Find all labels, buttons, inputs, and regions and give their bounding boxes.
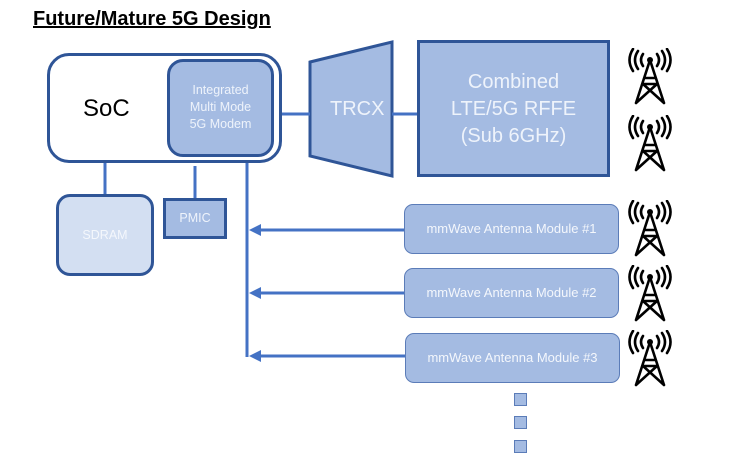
trcx-label: TRCX xyxy=(330,98,385,120)
antenna-tower-icon xyxy=(628,265,672,322)
sdram-block: SDRAM xyxy=(56,194,154,276)
modem-block: Integrated Multi Mode 5G Modem xyxy=(167,59,274,157)
rffe-label-line-1: Combined xyxy=(467,71,560,93)
modem-label-line-2: Multi Mode xyxy=(189,100,252,114)
mmwave-module-3: mmWave Antenna Module #3 xyxy=(405,333,620,383)
antenna-tower-icon xyxy=(628,48,672,105)
diagram-title: Future/Mature 5G Design xyxy=(33,8,271,30)
antenna-tower-icon xyxy=(628,330,672,387)
continuation-dot xyxy=(514,416,527,429)
trcx-block-shape xyxy=(308,40,394,178)
continuation-dot xyxy=(514,393,527,406)
rffe-label-line-2: LTE/5G RFFE xyxy=(450,98,577,120)
arrow-module-2 xyxy=(249,287,405,299)
arrow-module-1 xyxy=(249,224,405,236)
modem-label-line-3: 5G Modem xyxy=(189,117,252,131)
antenna-tower-icon xyxy=(628,200,672,257)
arrow-module-3 xyxy=(249,350,405,362)
rffe-label-line-3: (Sub 6GHz) xyxy=(460,125,567,147)
mmwave-module-2: mmWave Antenna Module #2 xyxy=(404,268,619,318)
soc-label: SoC xyxy=(83,95,130,122)
continuation-dot xyxy=(514,440,527,453)
pmic-block: PMIC xyxy=(163,198,227,239)
mmwave-module-1: mmWave Antenna Module #1 xyxy=(404,204,619,254)
modem-label-line-1: Integrated xyxy=(192,83,249,97)
rffe-block: Combined LTE/5G RFFE (Sub 6GHz) xyxy=(417,40,610,177)
antenna-tower-icon xyxy=(628,115,672,172)
